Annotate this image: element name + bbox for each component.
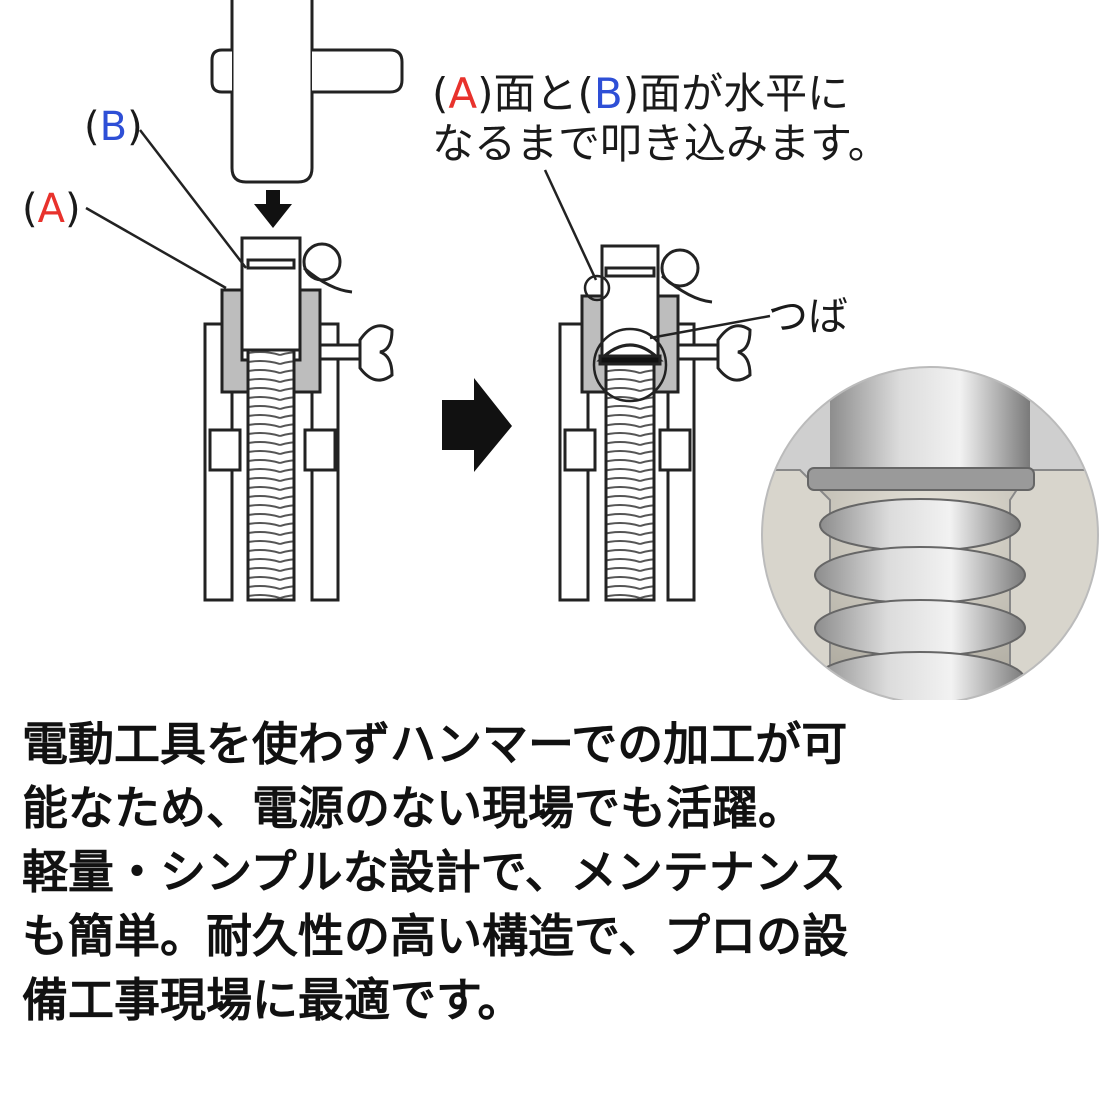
label-tsuba: つば	[768, 294, 848, 340]
description-line: 備工事現場に最適です。	[22, 973, 524, 1027]
description-line: も簡単。耐久性の高い構造で、プロの設	[22, 909, 849, 963]
label-b: (B)	[84, 104, 143, 150]
down-arrow-icon	[254, 190, 292, 228]
leader-lines-right	[543, 169, 771, 340]
description-line: 電動工具を使わずハンマーでの加工が可	[22, 717, 848, 771]
description-line: 能なため、電源のない現場でも活躍。	[22, 781, 804, 835]
leader-lines-left	[85, 129, 247, 290]
diagram: (B) (A) つば (A)面と(B)面が水平に なるまで叩き込みます。	[22, 0, 1099, 700]
instruction-line2: なるまで叩き込みます。	[432, 119, 890, 168]
fitting-right	[558, 244, 752, 602]
instruction-line1: (A)面と(B)面が水平に	[432, 69, 849, 118]
right-arrow-icon	[442, 378, 512, 472]
tool-handle	[210, 0, 404, 184]
description-line: 軽量・シンプルな設計で、メンテナンス	[22, 845, 846, 899]
label-a: (A)	[22, 186, 81, 232]
closeup-photo	[761, 366, 1099, 700]
description-text: 電動工具を使わずハンマーでの加工が可 能なため、電源のない現場でも活躍。 軽量・…	[22, 712, 1082, 1032]
fitting-left	[203, 236, 394, 602]
